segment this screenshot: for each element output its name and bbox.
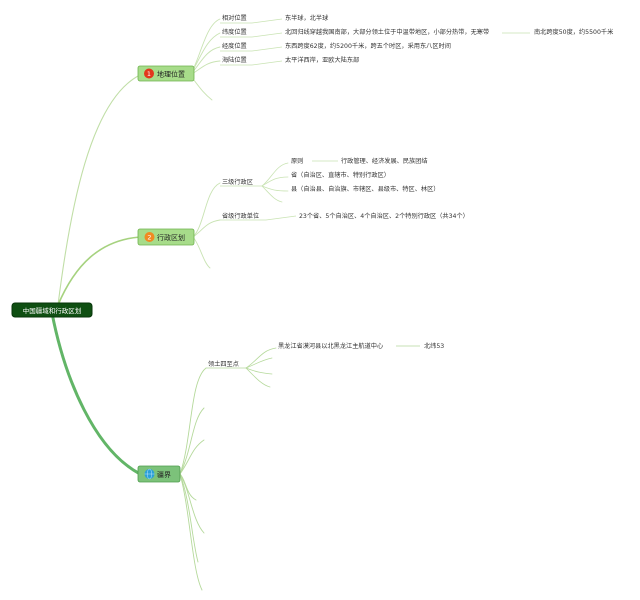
geo-latitude-extra[interactable]: 南北跨度50度，约5500千米 — [534, 28, 613, 36]
borders-north-point-detail[interactable]: 北纬53 — [424, 342, 444, 350]
admin-province-unit-label[interactable]: 省级行政单位 — [222, 212, 259, 220]
badge-two-number: 2 — [147, 234, 151, 242]
root-label: 中国疆域和行政区划 — [23, 306, 82, 315]
borders-extreme-points-label[interactable]: 领土四至点 — [208, 360, 239, 368]
borders-north-point-label[interactable]: 黑龙江省漠河县以北黑龙江主航道中心 — [278, 342, 383, 350]
branch-line-borders — [50, 311, 142, 476]
main-branch-lines — [50, 74, 142, 476]
admin-county-item[interactable]: 县（自治县、自治旗、市辖区、县级市、特区、林区） — [291, 185, 440, 193]
branch-node-geography[interactable]: 1 地理位置 — [137, 65, 195, 82]
branch-node-admin[interactable]: 2 行政区划 — [137, 228, 195, 246]
badge-one-number: 1 — [147, 70, 151, 78]
geo-longitude-detail[interactable]: 东西跨度62度，约5200千米，跨五个时区，采用东八区时间 — [285, 42, 451, 50]
branch-line-admin — [57, 236, 141, 306]
geo-child-relative-label[interactable]: 相对位置 — [222, 14, 247, 22]
branch-line-geography — [57, 74, 141, 306]
geo-relative-detail[interactable]: 东半球，北半球 — [285, 14, 329, 22]
geo-latitude-detail[interactable]: 北回归线穿越我国南部，大部分领土位于中温带地区，小部分热带，无寒带 — [285, 28, 489, 36]
branch-borders-label: 疆界 — [157, 471, 171, 479]
branch-node-borders[interactable]: 疆界 — [137, 465, 181, 483]
geo-child-latitude-label[interactable]: 纬度位置 — [222, 28, 247, 36]
branch-geography-label: 地理位置 — [157, 70, 185, 79]
branch-borders-subtree: 领土四至点 黑龙江省漠河县以北黑龙江主航道中心 北纬53 — [179, 342, 444, 591]
number-one-icon — [144, 68, 154, 79]
admin-principle-label[interactable]: 原则 — [291, 157, 303, 165]
geo-child-landsea-label[interactable]: 海陆位置 — [222, 56, 247, 64]
geo-landsea-detail[interactable]: 太平洋西岸，亚欧大陆东部 — [285, 56, 359, 64]
number-two-icon — [144, 232, 155, 242]
admin-principle-detail[interactable]: 行政管理、经济发展、民族团结 — [341, 157, 428, 165]
branch-admin-label: 行政区划 — [157, 233, 185, 242]
root-node[interactable]: 中国疆域和行政区划 — [11, 302, 93, 318]
admin-province-item[interactable]: 省（自治区、直辖市、特别行政区） — [291, 171, 390, 179]
branch-geography-subtree: 相对位置 纬度位置 经度位置 海陆位置 东半球，北半球 北回归线穿越我国南部，大… — [189, 14, 613, 101]
branch-admin-subtree: 三级行政区 原则 行政管理、经济发展、民族团结 省（自治区、直辖市、特别行政区）… — [192, 157, 469, 269]
admin-province-unit-detail[interactable]: 23个省、5个自治区、4个自治区、2个特别行政区（共34个） — [299, 212, 469, 220]
geo-child-longitude-label[interactable]: 经度位置 — [222, 42, 247, 50]
admin-three-level-label[interactable]: 三级行政区 — [222, 178, 253, 186]
